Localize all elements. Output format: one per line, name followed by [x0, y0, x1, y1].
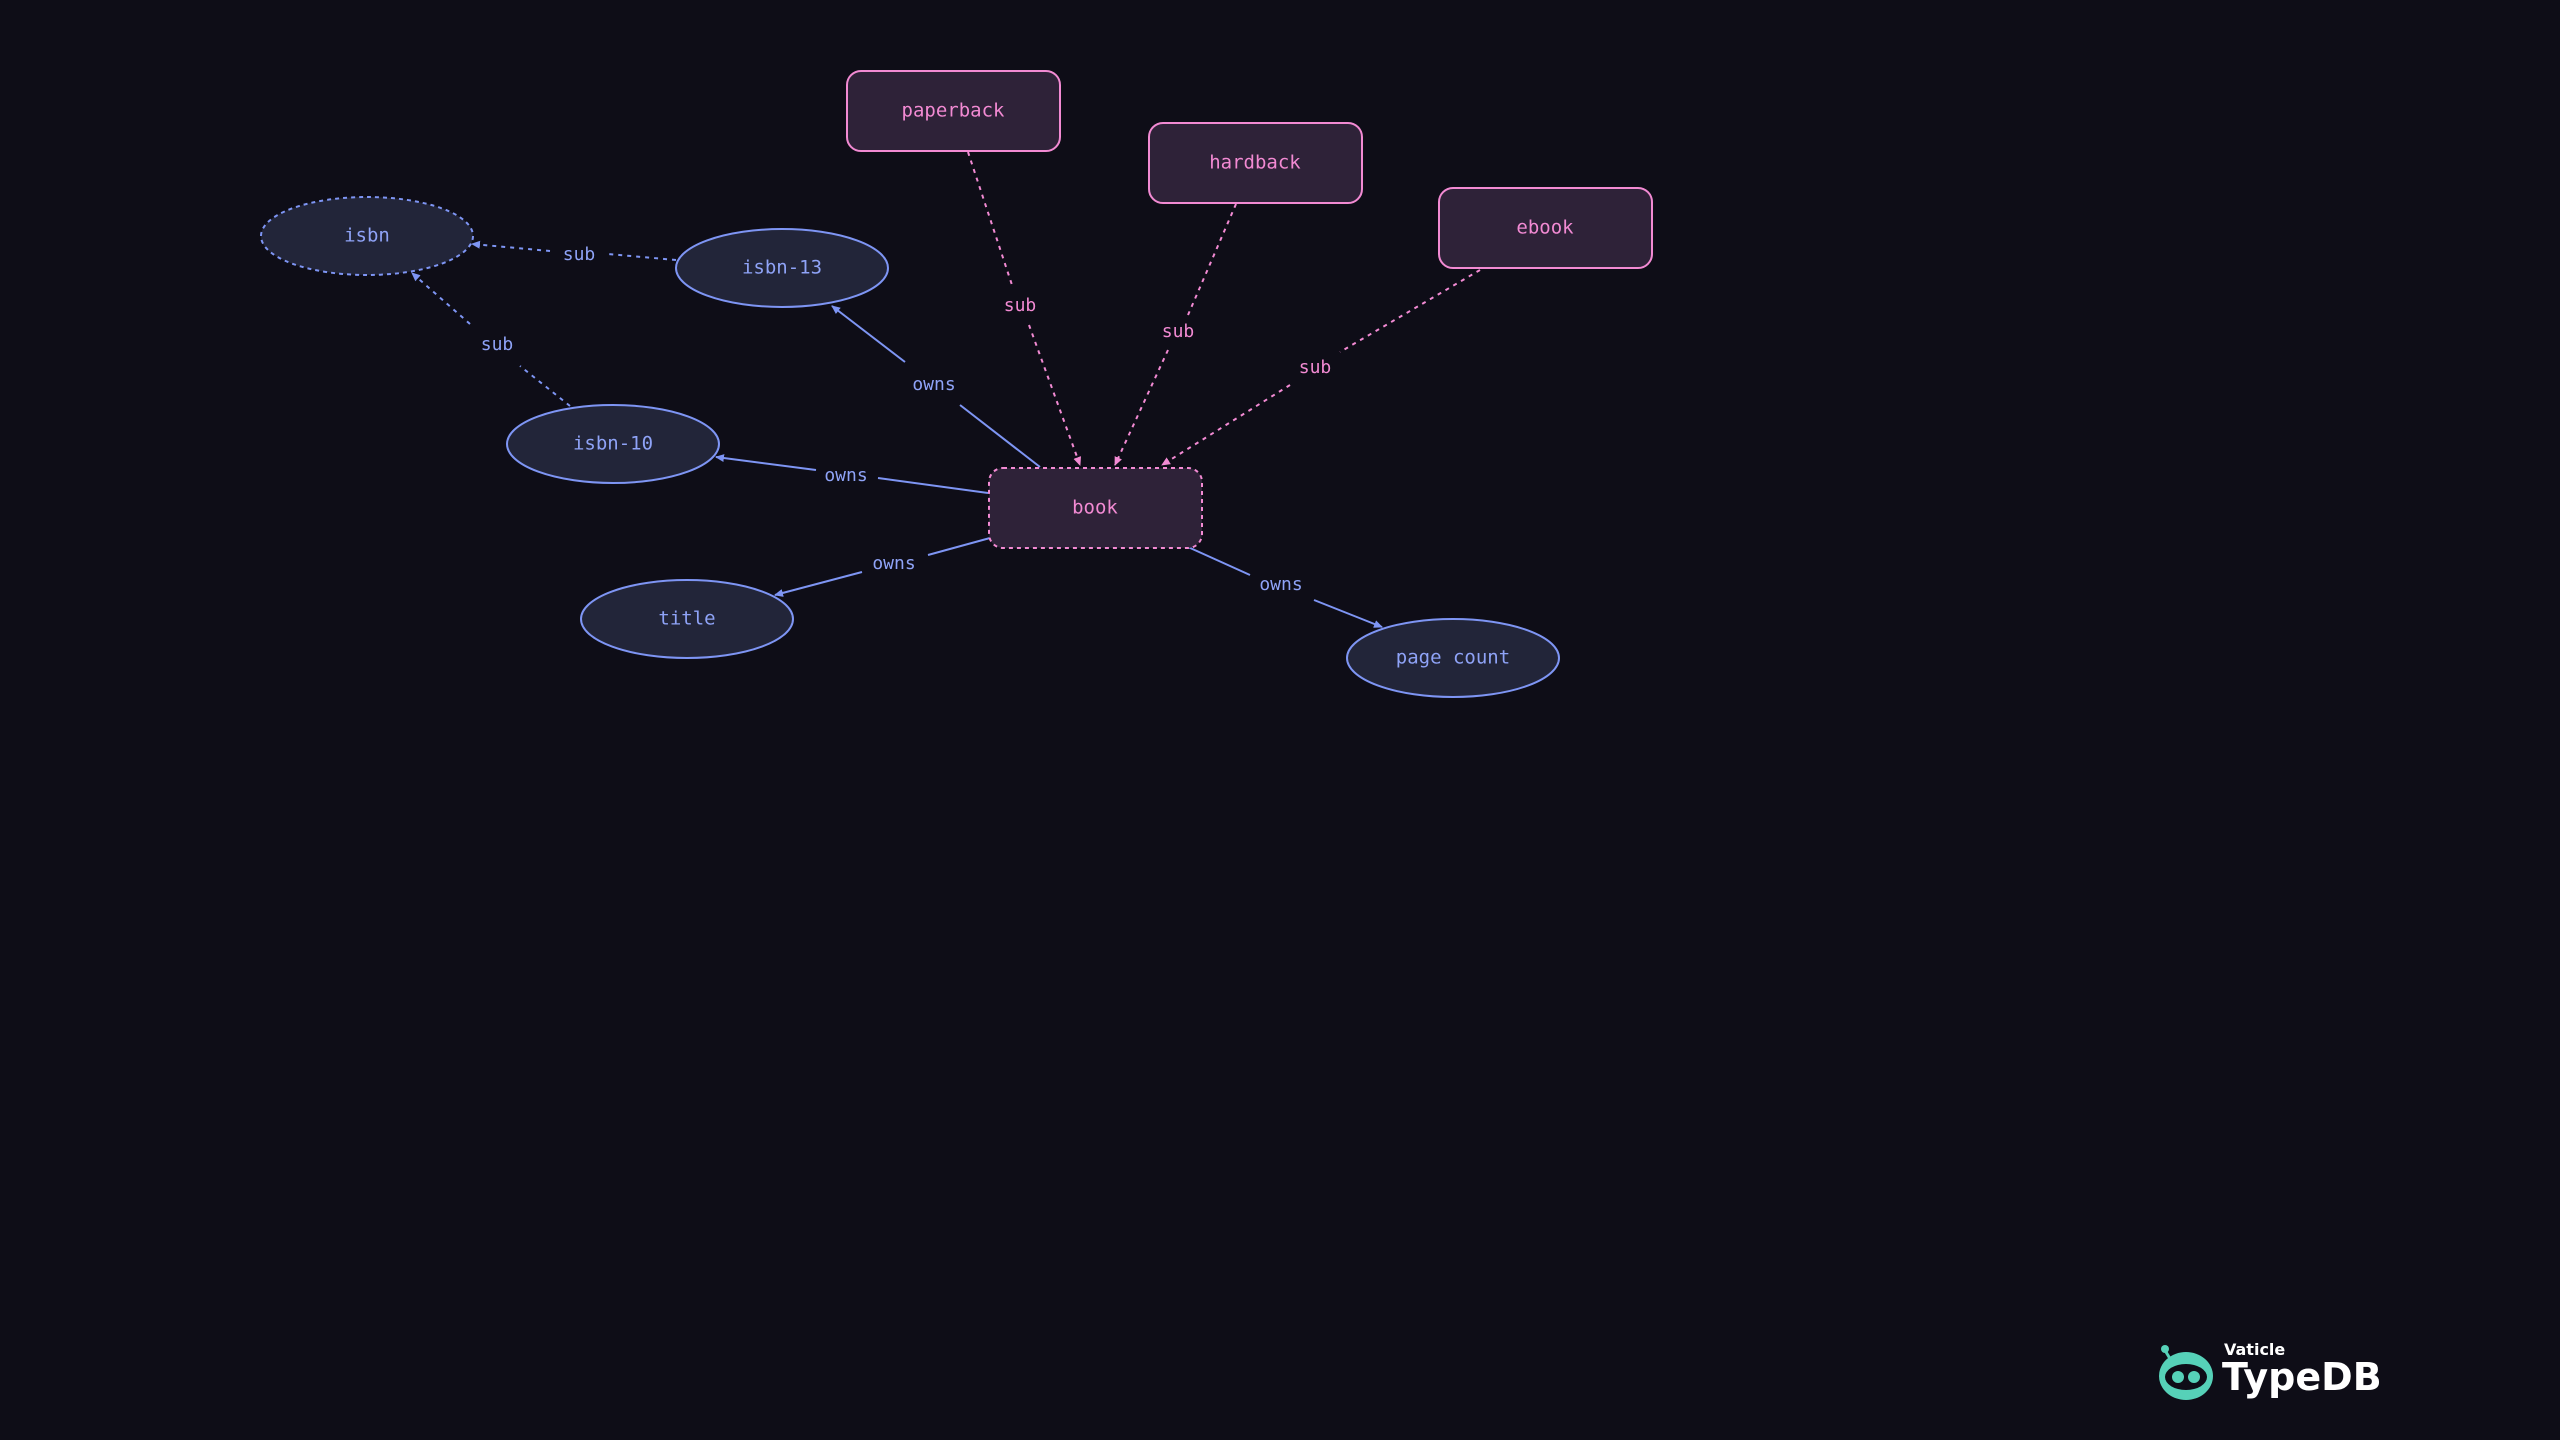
attribute-node-page-count[interactable]: page count	[1346, 618, 1560, 698]
attribute-label: isbn-10	[573, 433, 653, 455]
edge-isbn10-sub-isbn[interactable]: sub	[411, 272, 571, 407]
attribute-label: title	[658, 608, 715, 630]
edge-label-owns: owns	[824, 465, 867, 486]
entity-label: book	[1072, 497, 1118, 519]
edge-label-sub: sub	[1004, 295, 1037, 316]
logo-company-name: Vaticle	[2224, 1340, 2285, 1359]
entity-node-ebook[interactable]: ebook	[1438, 187, 1653, 269]
edge-label-sub: sub	[1299, 357, 1332, 378]
attribute-node-isbn[interactable]: isbn	[260, 196, 474, 276]
typedb-logo: Vaticle TypeDB	[2159, 1340, 2382, 1400]
attribute-node-title[interactable]: title	[580, 579, 794, 659]
entity-label: paperback	[902, 100, 1006, 122]
edge-label-sub: sub	[481, 334, 514, 355]
entity-node-hardback[interactable]: hardback	[1148, 122, 1363, 204]
edge-book-owns-isbn10[interactable]: owns	[715, 454, 989, 494]
edge-paperback-sub-book[interactable]: sub	[967, 151, 1082, 466]
entity-node-paperback[interactable]: paperback	[846, 70, 1061, 152]
edge-label-owns: owns	[872, 553, 915, 574]
entity-label: ebook	[1516, 217, 1574, 239]
edge-label-owns: owns	[1259, 574, 1302, 595]
logo-product-name: TypeDB	[2222, 1355, 2382, 1399]
edge-hardback-sub-book[interactable]: sub	[1114, 203, 1237, 466]
edge-book-owns-pagecount[interactable]: owns	[1187, 546, 1383, 628]
entity-node-book[interactable]: book	[988, 467, 1203, 549]
edge-label-sub: sub	[563, 244, 596, 265]
edge-book-owns-title[interactable]: owns	[774, 537, 991, 597]
edge-label-owns: owns	[912, 374, 955, 395]
edge-ebook-sub-book[interactable]: sub	[1161, 269, 1481, 466]
entity-label: hardback	[1209, 152, 1301, 174]
edge-isbn13-sub-isbn[interactable]: sub	[471, 240, 677, 265]
edge-label-sub: sub	[1162, 321, 1195, 342]
attribute-label: isbn-13	[742, 257, 822, 279]
attribute-node-isbn-10[interactable]: isbn-10	[506, 404, 720, 484]
attribute-label: page count	[1396, 647, 1510, 669]
typedb-robot-icon	[2159, 1345, 2213, 1400]
attribute-node-isbn-13[interactable]: isbn-13	[675, 228, 889, 308]
edge-book-owns-isbn13[interactable]: owns	[831, 305, 1041, 468]
attribute-label: isbn	[344, 225, 390, 247]
